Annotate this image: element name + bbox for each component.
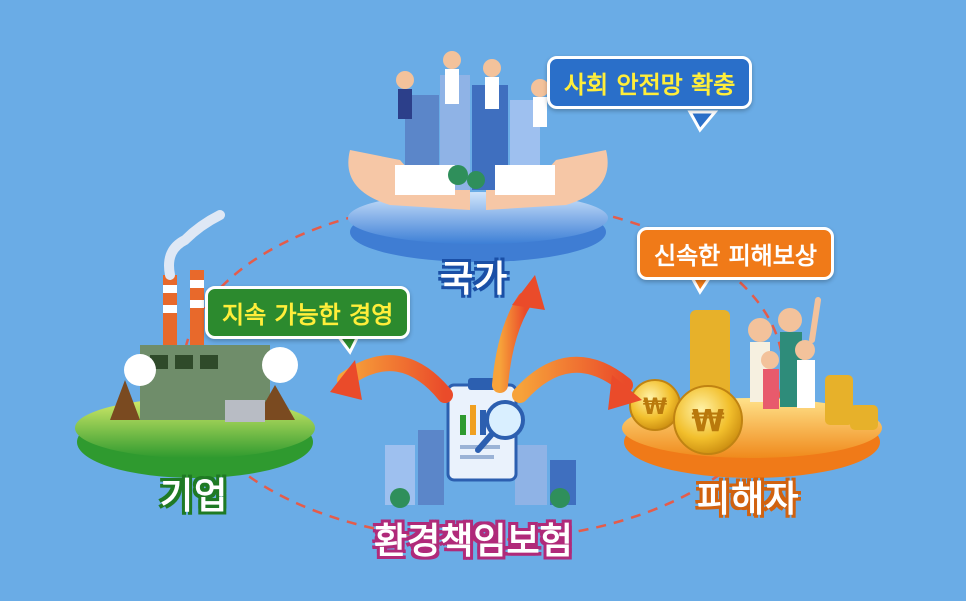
center-title: 환경책임보험 <box>374 521 573 562</box>
company-label: 기업 <box>160 476 229 517</box>
victim-node: ₩ ₩ <box>622 297 882 478</box>
nation-label: 국가 <box>440 259 509 300</box>
arrows <box>330 275 642 410</box>
hands-city-icon <box>348 51 608 210</box>
family-icon <box>748 297 821 409</box>
victim-bubble: 신속한 피해보상 <box>637 227 834 280</box>
company-bubble: 지속 가능한 경영 <box>205 286 411 339</box>
factory-icon <box>110 210 298 422</box>
victim-label: 피해자 <box>697 479 800 520</box>
coin-won-icon: ₩ ₩ <box>629 310 878 455</box>
nation-bubble: 사회 안전망 확충 <box>547 56 753 109</box>
arrow-to-victim <box>608 375 642 410</box>
svg-text:₩: ₩ <box>691 404 724 439</box>
nation-node <box>348 51 608 262</box>
svg-text:₩: ₩ <box>643 395 667 420</box>
company-node <box>75 210 315 478</box>
arrow-to-company <box>330 360 362 400</box>
magnifier-icon <box>475 400 525 453</box>
center-node <box>385 378 576 508</box>
arrow-to-nation <box>512 275 545 310</box>
